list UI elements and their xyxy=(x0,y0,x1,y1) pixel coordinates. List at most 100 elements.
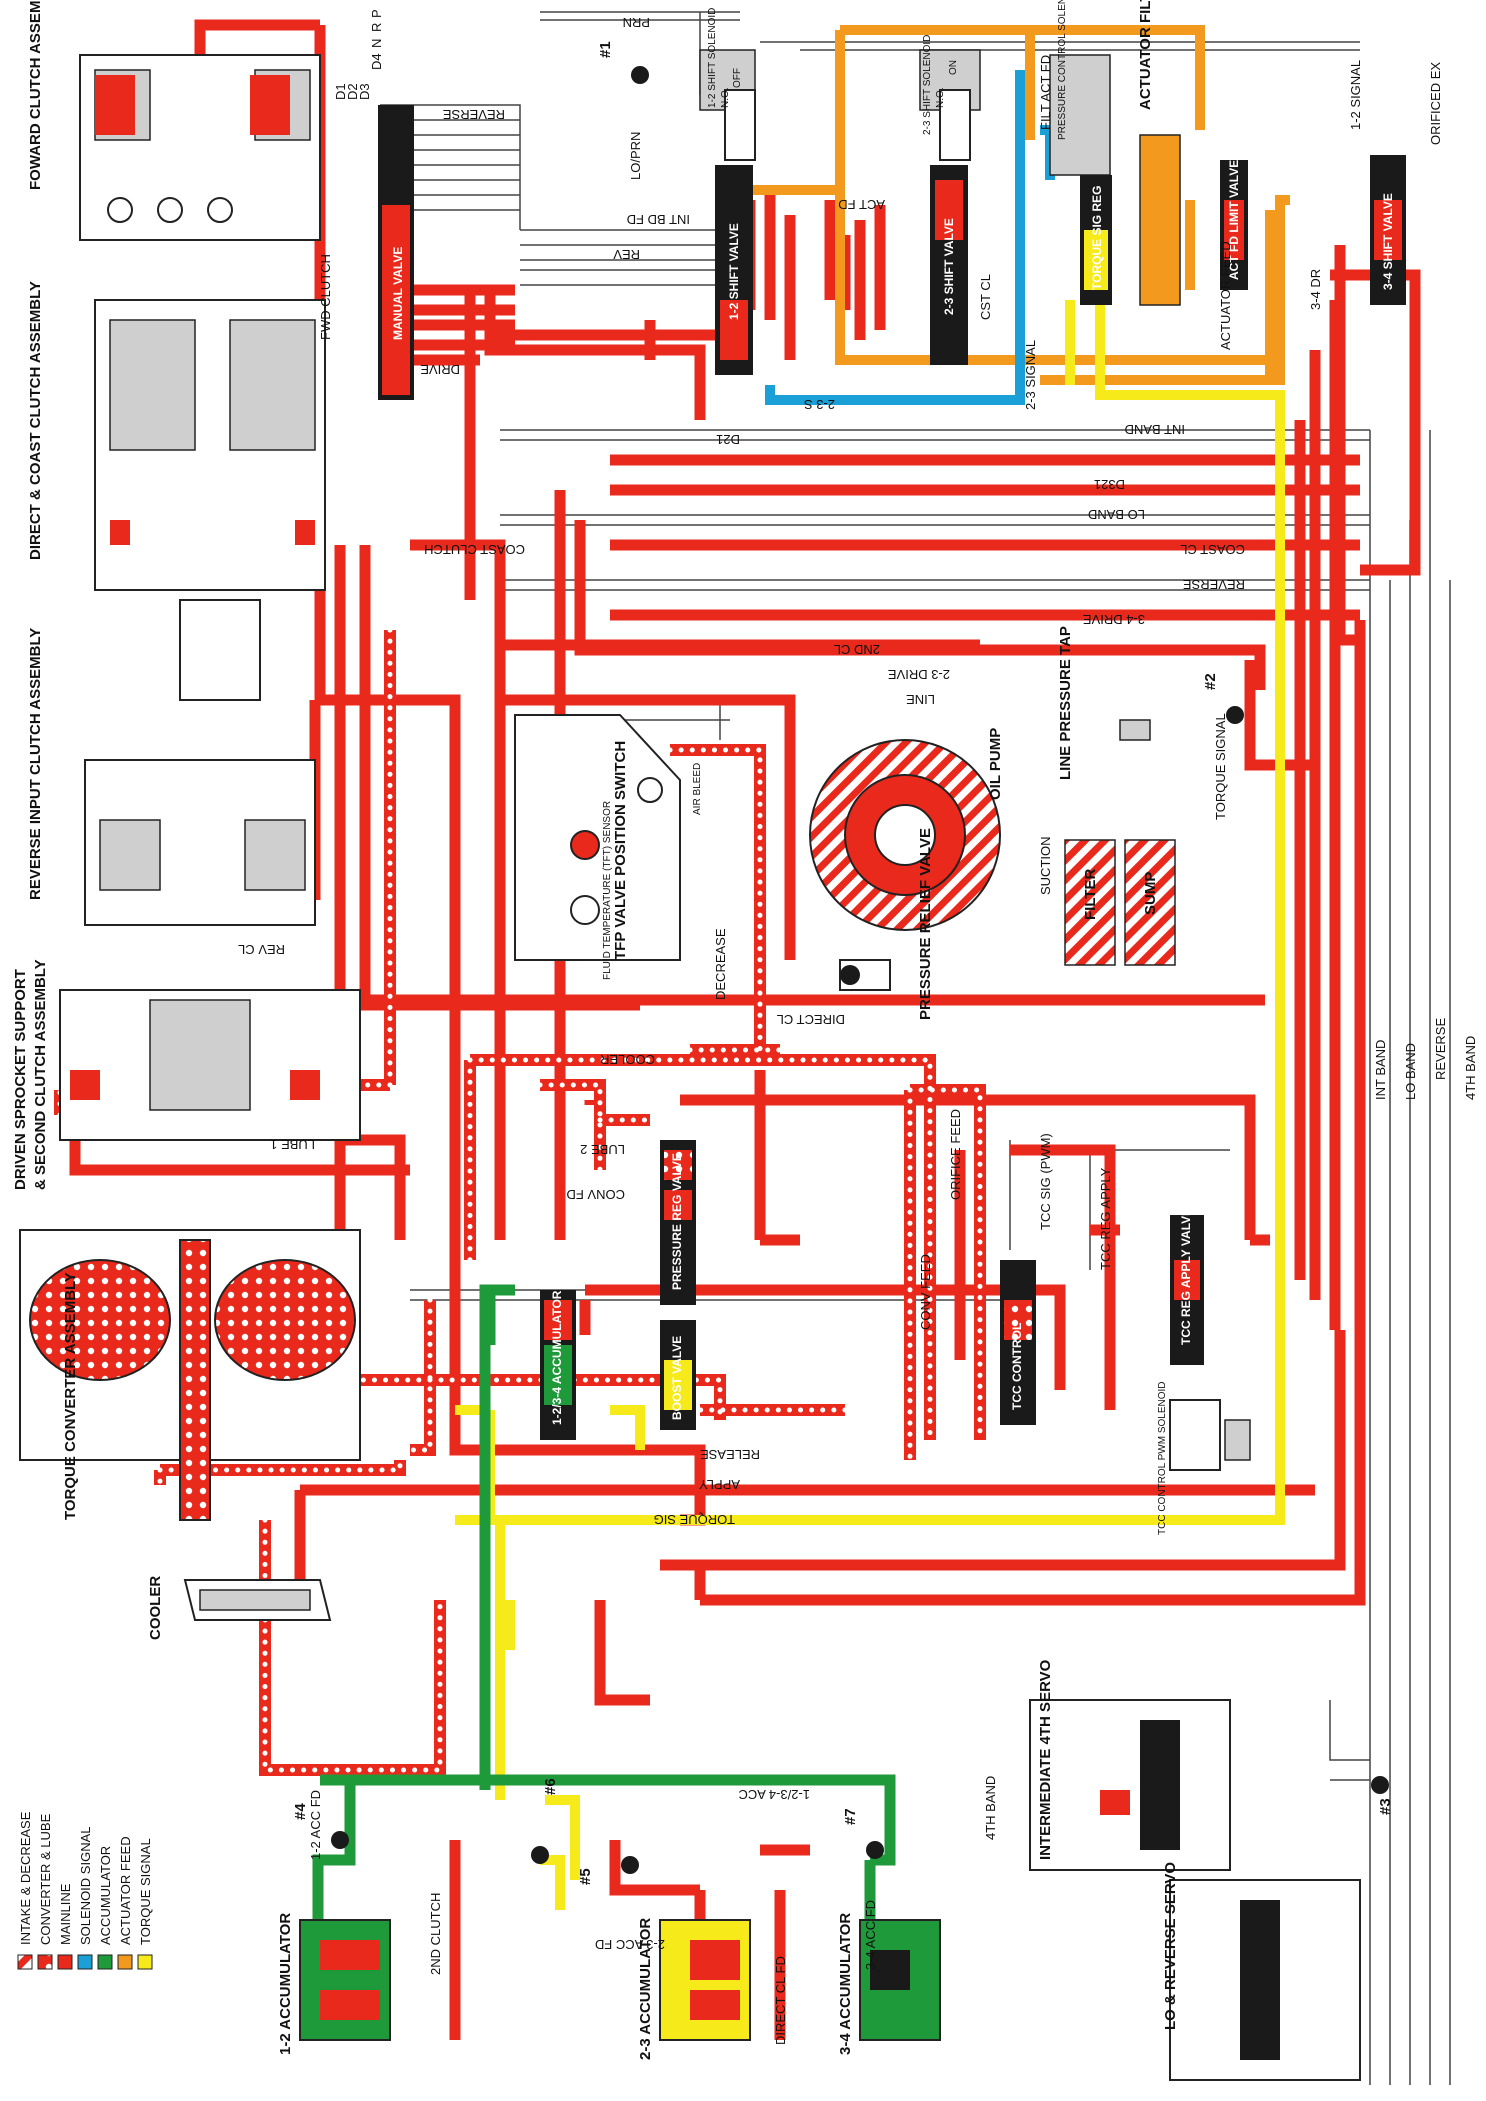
lbl-12-acc-fd: 1-2 ACC FD xyxy=(308,1790,323,1860)
manual-valve[interactable]: MANUAL VALVE xyxy=(378,105,414,400)
lbl-d21: D21 xyxy=(716,432,740,447)
shift-23-solenoid-on: ON xyxy=(948,60,959,75)
pressure-reg-valve-label: PRESSURE REG VALVE xyxy=(670,1153,684,1290)
lbl-12-signal: 1-2 SIGNAL xyxy=(1348,60,1363,130)
lbl-direct-cl-fd: DIRECT CL FD xyxy=(773,1956,788,2045)
shift-12-valve-label: 1-2 SHIFT VALVE xyxy=(727,223,741,320)
acc-34-label: 3-4 ACCUMULATOR xyxy=(837,1913,854,2055)
pressure-relief-valve: PRESSURE RELIEF VALVE xyxy=(839,828,934,1020)
act-fd-limit-label: ACT FD LIMIT VALVE xyxy=(1227,160,1241,280)
lbl-release: RELEASE xyxy=(700,1447,760,1462)
acc-23: 2-3 ACCUMULATOR xyxy=(637,1918,751,2060)
checkballs: #1 #2 #3 #4 #5 #6 #7 xyxy=(292,41,1394,1885)
actuator-feed-passages xyxy=(745,25,1290,385)
legend-swatch-accumulator xyxy=(97,1954,113,1970)
lbl-conv-feed: CONV FEED xyxy=(918,1254,933,1330)
legend-swatch-conv xyxy=(37,1954,53,1970)
driven-sprocket-assembly: DRIVEN SPROCKET SUPPORT & SECOND CLUTCH … xyxy=(12,959,361,1190)
gear-positions: D1 D2 D3 D4 N R P xyxy=(333,9,384,100)
lbl-34-dr: 3-4 DR xyxy=(1308,269,1323,310)
shift-12-valve[interactable]: 1-2 SHIFT VALVE xyxy=(715,165,753,375)
checkball-5 xyxy=(621,1856,639,1874)
tfp-switch: TFP VALVE POSITION SWITCH FLUID TEMPERAT… xyxy=(514,714,681,980)
checkball-3 xyxy=(1371,1776,1389,1794)
lbl-torque-sig: TORQUE SIG xyxy=(654,1512,735,1527)
lbl-int-band: INT BAND xyxy=(1125,422,1185,437)
gear-d3: D3 xyxy=(357,83,372,100)
tcc-reg-apply-valve[interactable]: TCC REG APPLY VALVE xyxy=(1170,1208,1204,1365)
lbl-air-bleed: AIR BLEED xyxy=(692,763,703,815)
reverse-input-clutch-assembly: REVERSE INPUT CLUTCH ASSEMBLY xyxy=(27,628,316,926)
intermediate-servo-label: INTERMEDIATE 4TH SERVO xyxy=(1037,1659,1054,1860)
lbl-coast-clutch: COAST CLUTCH xyxy=(424,542,525,557)
gear-r: R xyxy=(369,23,384,32)
tcc-control-valve[interactable]: TCC CONTROL xyxy=(1000,1260,1036,1425)
legend-mainline: MAINLINE xyxy=(58,1883,73,1945)
tcc-control-label: TCC CONTROL xyxy=(1010,1323,1024,1410)
lo-reverse-servo-label: LO & REVERSE SERVO xyxy=(1162,1862,1179,2030)
tcc-pwm-solenoid-label: TCC CONTROL PWM SOLENOID xyxy=(1157,1381,1168,1535)
forward-clutch-label: FOWARD CLUTCH ASSEMBLY xyxy=(27,0,44,190)
pressure-control-solenoid[interactable]: PRESSURE CONTROL SOLENOID xyxy=(1049,0,1111,176)
acc-12-label: 1-2 ACCUMULATOR xyxy=(277,1913,294,2055)
checkball-2-label: #2 xyxy=(1202,673,1219,690)
lbl-apply: APPLY xyxy=(699,1477,740,1492)
acc-1234[interactable]: 1-2/3-4 ACCUMULATOR xyxy=(540,1290,576,1440)
lo-reverse-servo: LO & REVERSE SERVO xyxy=(1162,1862,1361,2081)
tcc-reg-apply-label: TCC REG APPLY VALVE xyxy=(1179,1208,1193,1345)
reverse-input-clutch-label: REVERSE INPUT CLUTCH ASSEMBLY xyxy=(27,628,44,900)
torque-signal-passages xyxy=(455,250,1285,1910)
intermediate-servo: INTERMEDIATE 4TH SERVO xyxy=(1029,1659,1231,1871)
legend: INTAKE & DECREASE CONVERTER & LUBE MAINL… xyxy=(17,1811,153,1970)
lbl-cooler: COOLER xyxy=(600,1052,655,1067)
shift-34-valve[interactable]: 3-4 SHIFT VALVE xyxy=(1370,155,1406,305)
lbl-23-drive: 2-3 DRIVE xyxy=(888,667,950,682)
torque-sig-reg-valve[interactable]: TORQUE SIG REG xyxy=(1080,175,1112,305)
oil-pump-label: OIL PUMP xyxy=(987,728,1004,800)
pcs-label: PRESSURE CONTROL SOLENOID xyxy=(1057,0,1068,140)
acc-12: 1-2 ACCUMULATOR xyxy=(277,1913,391,2055)
shift-12-solenoid[interactable]: 1-2 SHIFT SOLENOID N.O. OFF xyxy=(699,8,756,161)
gear-n: N xyxy=(369,39,384,48)
sump-label: SUMP xyxy=(1142,872,1159,915)
actuator-filter: ACTUATOR FILTER xyxy=(1137,0,1181,306)
tcc-pwm-solenoid[interactable]: TCC CONTROL PWM SOLENOID xyxy=(1157,1381,1251,1535)
lbl-34-acc-fd: 3-4 ACC FD xyxy=(863,1900,878,1970)
manual-valve-label: MANUAL VALVE xyxy=(391,247,405,340)
shift-23-solenoid[interactable]: 2-3 SHIFT SOLENOID N.O. ON xyxy=(919,35,981,161)
shift-23-valve[interactable]: 2-3 SHIFT VALVE xyxy=(930,165,968,365)
boost-valve[interactable]: BOOST VALVE xyxy=(660,1320,696,1430)
gear-d2: D2 xyxy=(345,83,360,100)
gear-p: P xyxy=(369,9,384,18)
pressure-reg-valve[interactable]: PRESSURE REG VALVE xyxy=(660,1140,696,1305)
lbl-coast-cl: COAST CL xyxy=(1180,542,1245,557)
driven-sprocket-label-1: DRIVEN SPROCKET SUPPORT xyxy=(12,969,29,1190)
checkball-6 xyxy=(531,1846,549,1864)
lbl-int-bd-fd: INT BD FD xyxy=(627,212,690,227)
checkball-1 xyxy=(631,66,649,84)
checkball-1-label: #1 xyxy=(597,41,614,58)
lbl-lo-prn: LO/PRN xyxy=(628,132,643,180)
cooler-assembly: COOLER xyxy=(147,1576,332,1640)
act-fd-limit-valve[interactable]: ACT FD LIMIT VALVE xyxy=(1220,160,1248,290)
legend-swatch-torque xyxy=(137,1954,153,1970)
direct-coast-clutch-label: DIRECT & COAST CLUTCH ASSEMBLY xyxy=(27,281,44,560)
shift-12-solenoid-state: N.O. xyxy=(720,87,731,108)
acc-1234-label: 1-2/3-4 ACCUMULATOR xyxy=(550,1290,564,1425)
filter-sump: FILTER SUMP SUCTION xyxy=(1038,837,1176,966)
checkball-6-label: #6 xyxy=(542,1778,559,1795)
lbl-acc-1234: 1-2/3-4 ACC xyxy=(738,1787,810,1802)
lbl-conv-fd: CONV FD xyxy=(567,1187,626,1202)
line-pressure-tap: LINE PRESSURE TAP xyxy=(1057,626,1151,780)
forward-clutch-assembly: FOWARD CLUTCH ASSEMBLY xyxy=(27,0,321,241)
legend-conv: CONVERTER & LUBE xyxy=(38,1813,53,1945)
lbl-drive: DRIVE xyxy=(420,362,460,377)
lbl-direct-cl: DIRECT CL xyxy=(777,1012,845,1027)
legend-actuator: ACTUATOR FEED xyxy=(118,1836,133,1945)
checkball-2 xyxy=(1226,706,1244,724)
shift-23-solenoid-state: N.O. xyxy=(935,87,946,108)
lbl-reverse-manual: REVERSE xyxy=(443,107,505,122)
lbl-d321: D321 xyxy=(1094,477,1125,492)
checkball-7 xyxy=(866,1841,884,1859)
legend-solenoid: SOLENOID SIGNAL xyxy=(78,1827,93,1945)
